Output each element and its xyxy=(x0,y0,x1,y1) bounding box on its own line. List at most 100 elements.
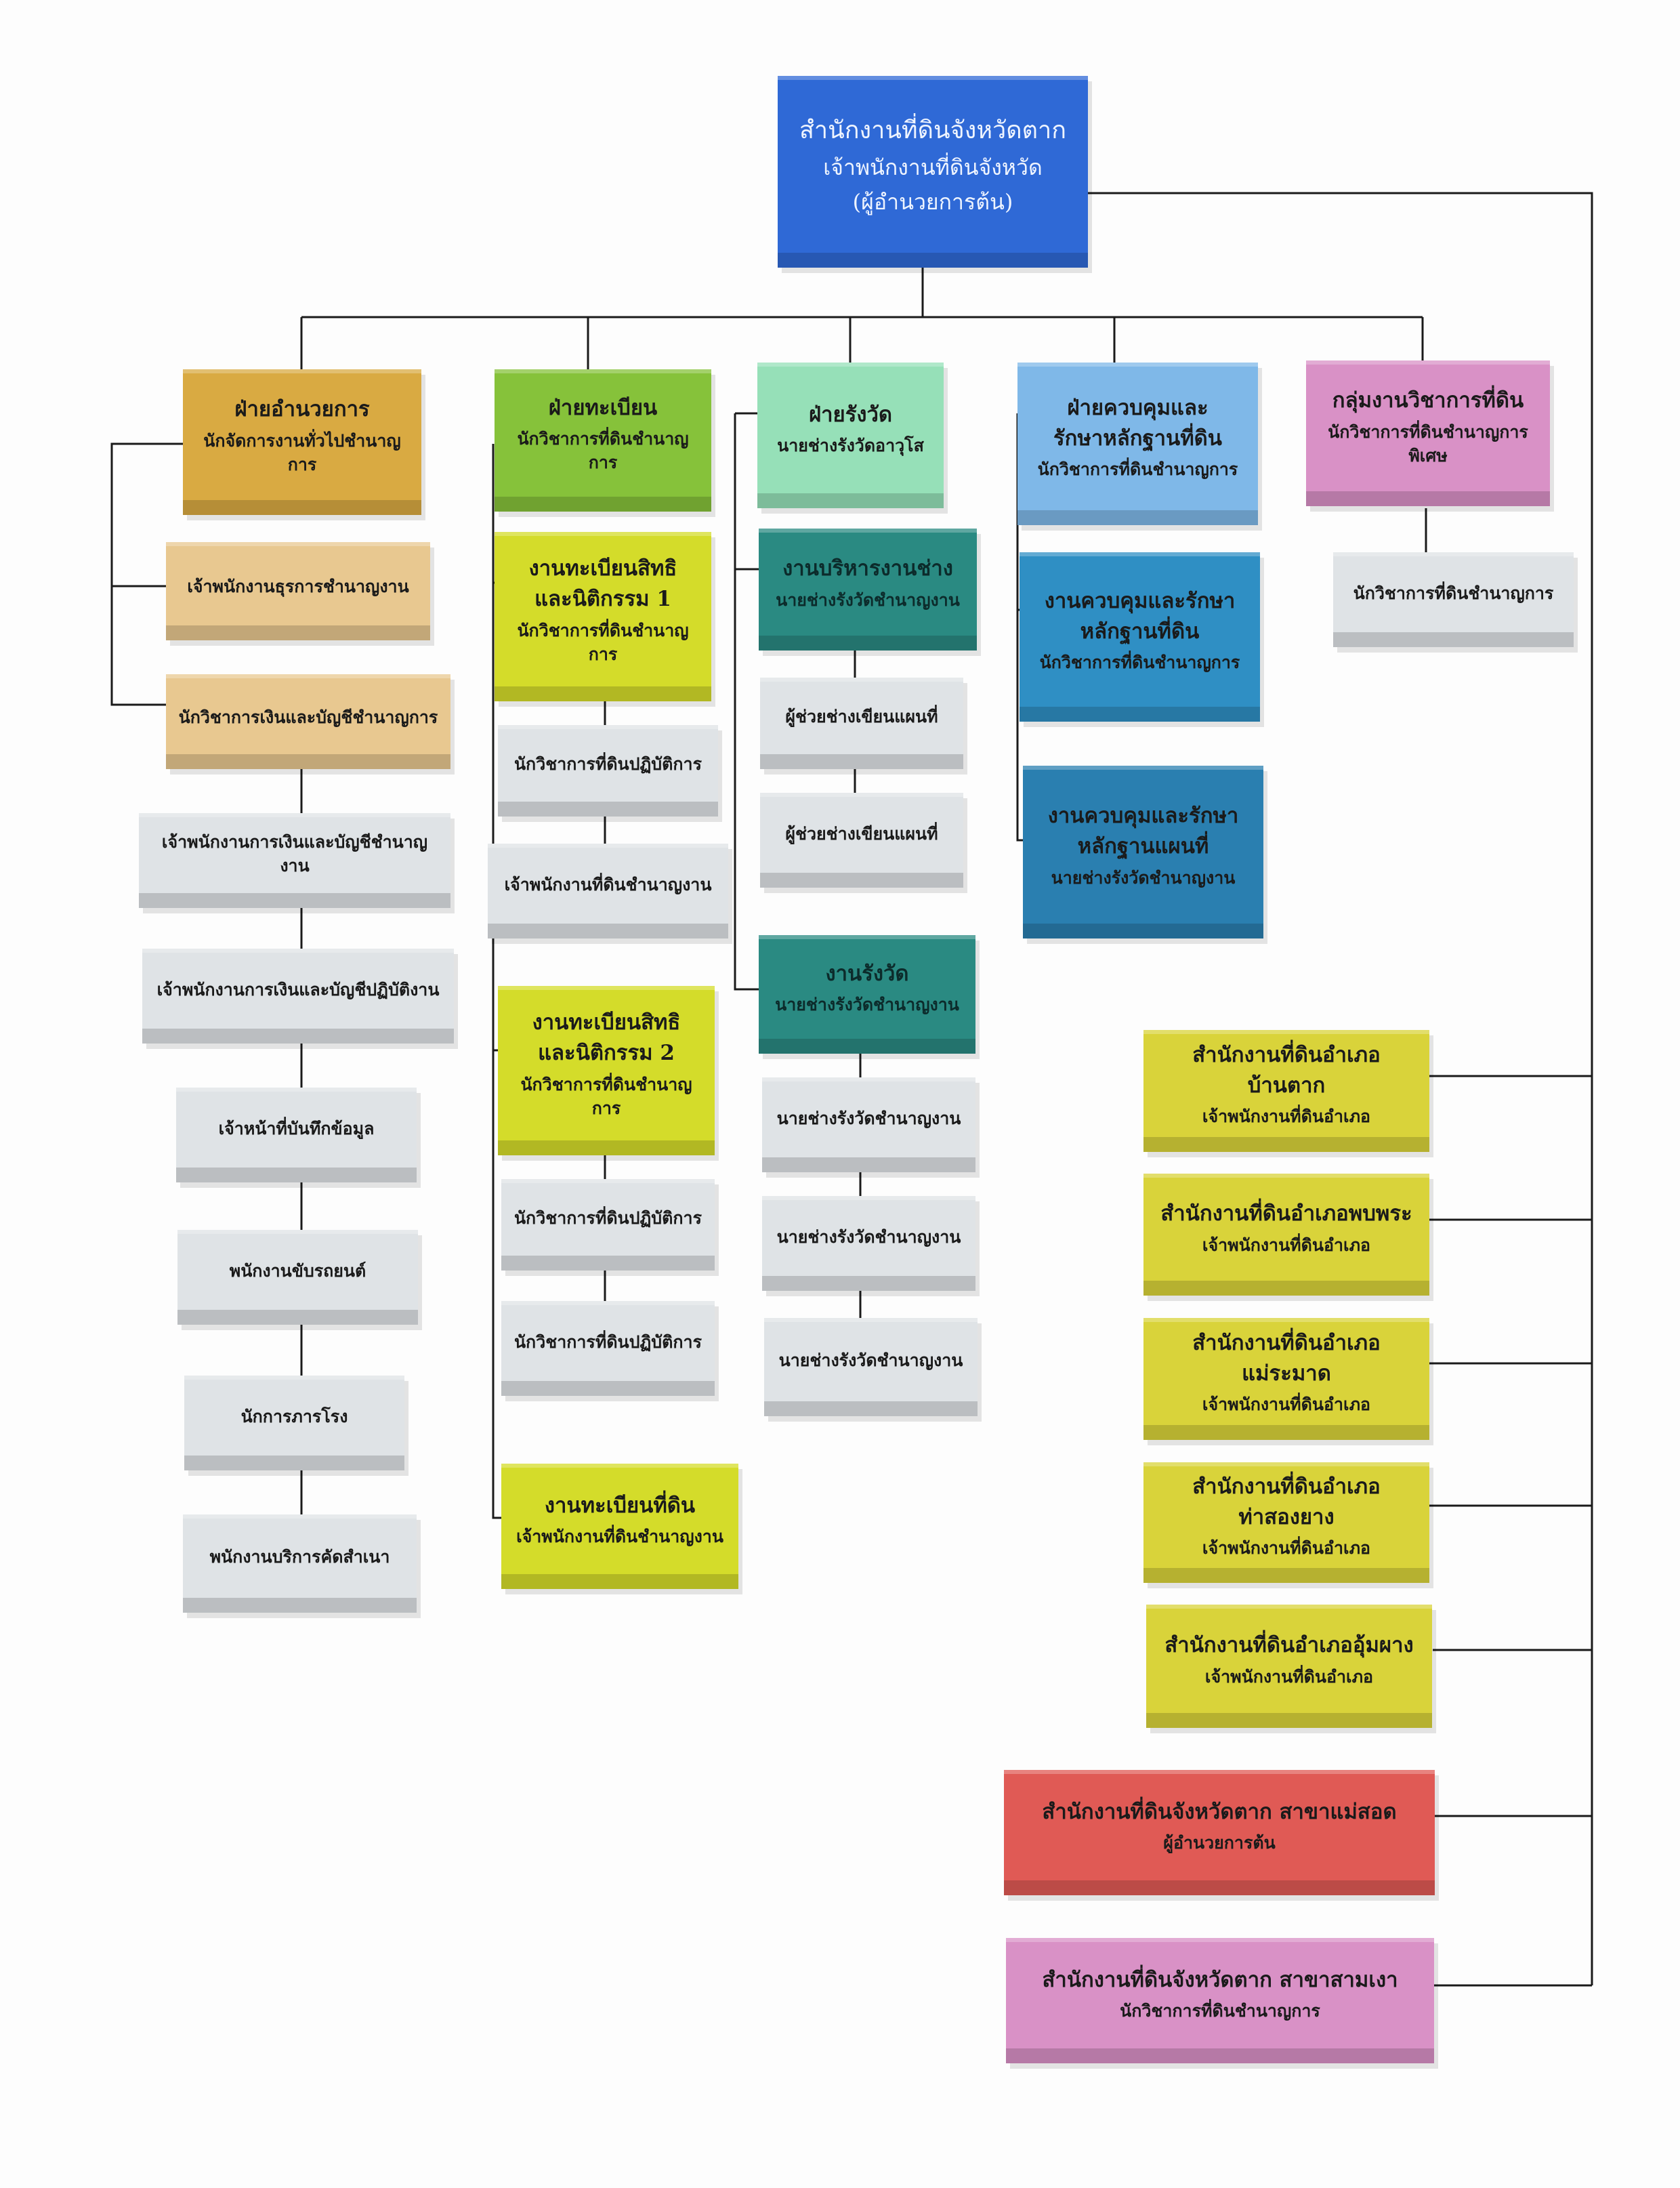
branch-title: สำนักงานที่ดินจังหวัดตาก สาขาสามเงา xyxy=(1042,1967,1398,1992)
registration-group2-title: งานทะเบียนสิทธิ xyxy=(532,1010,681,1035)
staff-label: ผู้ช่วยช่างเขียนแผนที่ xyxy=(785,823,938,844)
admin-sub1-label: เจ้าพนักงานธุรการชำนาญงาน xyxy=(187,577,409,596)
technical-head-subtitle: นักวิชาการที่ดินชำนาญการพิเศษ xyxy=(1328,421,1528,466)
control-head-title2: รักษาหลักฐานที่ดิน xyxy=(1053,426,1222,451)
registration-land-box[interactable]: งานทะเบียนที่ดิน เจ้าพนักงานที่ดินชำนาญง… xyxy=(501,1464,738,1589)
district-box-1[interactable]: สำนักงานที่ดินอำเภอบ้านตาก เจ้าพนักงานที… xyxy=(1143,1030,1429,1152)
survey-work-box[interactable]: งานรังวัด นายช่างรังวัดชำนาญงาน xyxy=(759,935,975,1054)
control-head-title: ฝ่ายควบคุมและ xyxy=(1067,395,1209,420)
branch-box-maesot[interactable]: สำนักงานที่ดินจังหวัดตาก สาขาแม่สอด ผู้อ… xyxy=(1004,1770,1435,1895)
admin-sub1-box[interactable]: เจ้าพนักงานธุรการชำนาญงาน xyxy=(166,542,430,640)
admin-staff-3[interactable]: เจ้าหน้าที่บันทึกข้อมูล xyxy=(176,1088,417,1182)
district-subtitle: เจ้าพนักงานที่ดินอำเภอ xyxy=(1202,1395,1371,1415)
survey-work-staff-3[interactable]: นายช่างรังวัดชำนาญงาน xyxy=(764,1318,978,1416)
registration-group2-staff-2[interactable]: นักวิชาการที่ดินปฏิบัติการ xyxy=(501,1301,715,1396)
control-sub2-title2: หลักฐานแผนที่ xyxy=(1077,834,1209,859)
control-sub2-title: งานควบคุมและรักษา xyxy=(1047,804,1239,829)
admin-staff-label: เจ้าหน้าที่บันทึกข้อมูล xyxy=(218,1118,375,1138)
admin-staff-4[interactable]: พนักงานขับรถยนต์ xyxy=(177,1230,418,1325)
control-sub1-box[interactable]: งานควบคุมและรักษา หลักฐานที่ดิน นักวิชาก… xyxy=(1020,552,1260,722)
registration-head-subtitle: นักวิชาการที่ดินชำนาญการ xyxy=(517,429,689,473)
district-subtitle: เจ้าพนักงานที่ดินอำเภอ xyxy=(1202,1107,1371,1127)
registration-group1-staff-2[interactable]: เจ้าพนักงานที่ดินชำนาญงาน xyxy=(488,844,728,938)
survey-head-title: ฝ่ายรังวัด xyxy=(808,402,893,427)
admin-staff-6[interactable]: พนักงานบริการคัดสำเนา xyxy=(183,1514,417,1613)
district-title: สำนักงานที่ดินอำเภออุ้มผาง xyxy=(1164,1633,1414,1658)
registration-group1-title: งานทะเบียนสิทธิ xyxy=(528,556,677,581)
district-box-3[interactable]: สำนักงานที่ดินอำเภอแม่ระมาด เจ้าพนักงานท… xyxy=(1143,1318,1429,1440)
director-subtitle: เจ้าพนักงานที่ดินจังหวัด xyxy=(823,154,1043,180)
branch-title: สำนักงานที่ดินจังหวัดตาก สาขาแม่สอด xyxy=(1042,1799,1397,1824)
admin-head-subtitle: นักจัดการงานทั่วไปชำนาญการ xyxy=(203,430,401,474)
survey-mgmt-box[interactable]: งานบริหารงานช่าง นายช่างรังวัดชำนาญงาน xyxy=(759,529,977,651)
district-subtitle: เจ้าพนักงานที่ดินอำเภอ xyxy=(1204,1666,1374,1687)
registration-group2-staff-1[interactable]: นักวิชาการที่ดินปฏิบัติการ xyxy=(501,1179,715,1271)
technical-head-box[interactable]: กลุ่มงานวิชาการที่ดิน นักวิชาการที่ดินชำ… xyxy=(1306,360,1550,506)
connector-director-bus xyxy=(301,268,1423,318)
district-title: สำนักงานที่ดินอำเภอแม่ระมาด xyxy=(1192,1330,1381,1386)
technical-staff-label: นักวิชาการที่ดินชำนาญการ xyxy=(1353,583,1554,603)
registration-head-title: ฝ่ายทะเบียน xyxy=(548,395,658,420)
staff-label: นายช่างรังวัดชำนาญงาน xyxy=(778,1350,963,1370)
registration-head-box[interactable]: ฝ่ายทะเบียน นักวิชาการที่ดินชำนาญการ xyxy=(495,369,711,512)
registration-group2-subtitle: นักวิชาการที่ดินชำนาญการ xyxy=(520,1074,692,1118)
control-sub1-subtitle: นักวิชาการที่ดินชำนาญการ xyxy=(1039,653,1240,673)
survey-head-box[interactable]: ฝ่ายรังวัด นายช่างรังวัดอาวุโส xyxy=(757,363,944,508)
district-title: สำนักงานที่ดินอำเภอพบพระ xyxy=(1160,1201,1412,1226)
survey-work-title: งานรังวัด xyxy=(825,961,909,986)
control-sub1-title: งานควบคุมและรักษา xyxy=(1044,588,1236,613)
registration-group1-staff-1[interactable]: นักวิชาการที่ดินปฏิบัติการ xyxy=(498,725,718,817)
control-sub2-subtitle: นายช่างรังวัดชำนาญงาน xyxy=(1051,867,1236,888)
district-box-2[interactable]: สำนักงานที่ดินอำเภอพบพระ เจ้าพนักงานที่ด… xyxy=(1143,1174,1429,1296)
technical-staff-box[interactable]: นักวิชาการที่ดินชำนาญการ xyxy=(1333,552,1574,647)
admin-staff-label: เจ้าพนักงานการเงินและบัญชีชำนาญงาน xyxy=(161,832,428,875)
staff-label: ผู้ช่วยช่างเขียนแผนที่ xyxy=(785,707,938,726)
control-sub1-title2: หลักฐานที่ดิน xyxy=(1080,619,1200,644)
district-box-5[interactable]: สำนักงานที่ดินอำเภออุ้มผาง เจ้าพนักงานที… xyxy=(1146,1605,1432,1728)
staff-label: นักวิชาการที่ดินปฏิบัติการ xyxy=(513,754,702,774)
district-box-4[interactable]: สำนักงานที่ดินอำเภอท่าสองยาง เจ้าพนักงาน… xyxy=(1143,1462,1429,1583)
admin-head-box[interactable]: ฝ่ายอำนวยการ นักจัดการงานทั่วไปชำนาญการ xyxy=(183,369,421,515)
branch-box-samngao[interactable]: สำนักงานที่ดินจังหวัดตาก สาขาสามเงา นักว… xyxy=(1006,1938,1434,2063)
admin-staff-label: พนักงานบริการคัดสำเนา xyxy=(209,1547,390,1567)
admin-head-title: ฝ่ายอำนวยการ xyxy=(234,397,370,422)
technical-head-title: กลุ่มงานวิชาการที่ดิน xyxy=(1332,388,1524,413)
registration-group1-title2: และนิติกรรม 1 xyxy=(534,587,671,611)
admin-staff-label: เจ้าพนักงานการเงินและบัญชีปฏิบัติงาน xyxy=(156,979,440,999)
survey-head-subtitle: นายช่างรังวัดอาวุโส xyxy=(777,436,924,456)
survey-work-staff-2[interactable]: นายช่างรังวัดชำนาญงาน xyxy=(762,1196,975,1291)
admin-staff-2[interactable]: เจ้าพนักงานการเงินและบัญชีปฏิบัติงาน xyxy=(142,949,454,1044)
admin-staff-1[interactable]: เจ้าพนักงานการเงินและบัญชีชำนาญงาน xyxy=(139,813,450,908)
registration-group1-box[interactable]: งานทะเบียนสิทธิ และนิติกรรม 1 นักวิชาการ… xyxy=(495,532,711,701)
staff-label: นายช่างรังวัดชำนาญงาน xyxy=(776,1108,961,1128)
control-head-box[interactable]: ฝ่ายควบคุมและ รักษาหลักฐานที่ดิน นักวิชา… xyxy=(1017,363,1258,525)
admin-staff-label: พนักงานขับรถยนต์ xyxy=(229,1260,366,1281)
survey-mgmt-staff-2[interactable]: ผู้ช่วยช่างเขียนแผนที่ xyxy=(760,793,963,888)
registration-land-subtitle: เจ้าพนักงานที่ดินชำนาญงาน xyxy=(516,1527,723,1547)
survey-mgmt-staff-1[interactable]: ผู้ช่วยช่างเขียนแผนที่ xyxy=(760,678,963,769)
registration-group2-title2: และนิติกรรม 2 xyxy=(538,1041,675,1065)
director-title: สำนักงานที่ดินจังหวัดตาก xyxy=(799,116,1067,144)
branch-subtitle: นักวิชาการที่ดินชำนาญการ xyxy=(1120,2001,1320,2021)
district-title: สำนักงานที่ดินอำเภอท่าสองยาง xyxy=(1192,1474,1381,1529)
staff-label: นายช่างรังวัดชำนาญงาน xyxy=(776,1226,961,1247)
branch-subtitle: ผู้อำนวยการต้น xyxy=(1163,1833,1276,1853)
registration-group2-box[interactable]: งานทะเบียนสิทธิ และนิติกรรม 2 นักวิชาการ… xyxy=(498,986,715,1155)
admin-sub2-box[interactable]: นักวิชาการเงินและบัญชีชำนาญการ xyxy=(166,674,450,769)
connector-director-trunk xyxy=(1084,192,1593,1985)
registration-land-title: งานทะเบียนที่ดิน xyxy=(544,1493,696,1518)
district-subtitle: เจ้าพนักงานที่ดินอำเภอ xyxy=(1202,1235,1371,1255)
director-box[interactable]: สำนักงานที่ดินจังหวัดตาก เจ้าพนักงานที่ด… xyxy=(778,76,1088,268)
connector-trunk-districts xyxy=(1429,1075,1592,1987)
connector-survey-left xyxy=(734,412,759,991)
registration-group1-subtitle: นักวิชาการที่ดินชำนาญการ xyxy=(517,620,689,664)
admin-staff-5[interactable]: นักการภารโรง xyxy=(184,1376,404,1470)
survey-mgmt-title: งานบริหารงานช่าง xyxy=(782,556,953,581)
admin-staff-label: นักการภารโรง xyxy=(240,1406,348,1426)
control-sub2-box[interactable]: งานควบคุมและรักษา หลักฐานแผนที่ นายช่างร… xyxy=(1023,766,1263,938)
staff-label: เจ้าพนักงานที่ดินชำนาญงาน xyxy=(504,874,712,894)
survey-work-staff-1[interactable]: นายช่างรังวัดชำนาญงาน xyxy=(762,1077,975,1172)
control-head-subtitle: นักวิชาการที่ดินชำนาญการ xyxy=(1037,459,1238,480)
staff-label: นักวิชาการที่ดินปฏิบัติการ xyxy=(513,1332,702,1352)
